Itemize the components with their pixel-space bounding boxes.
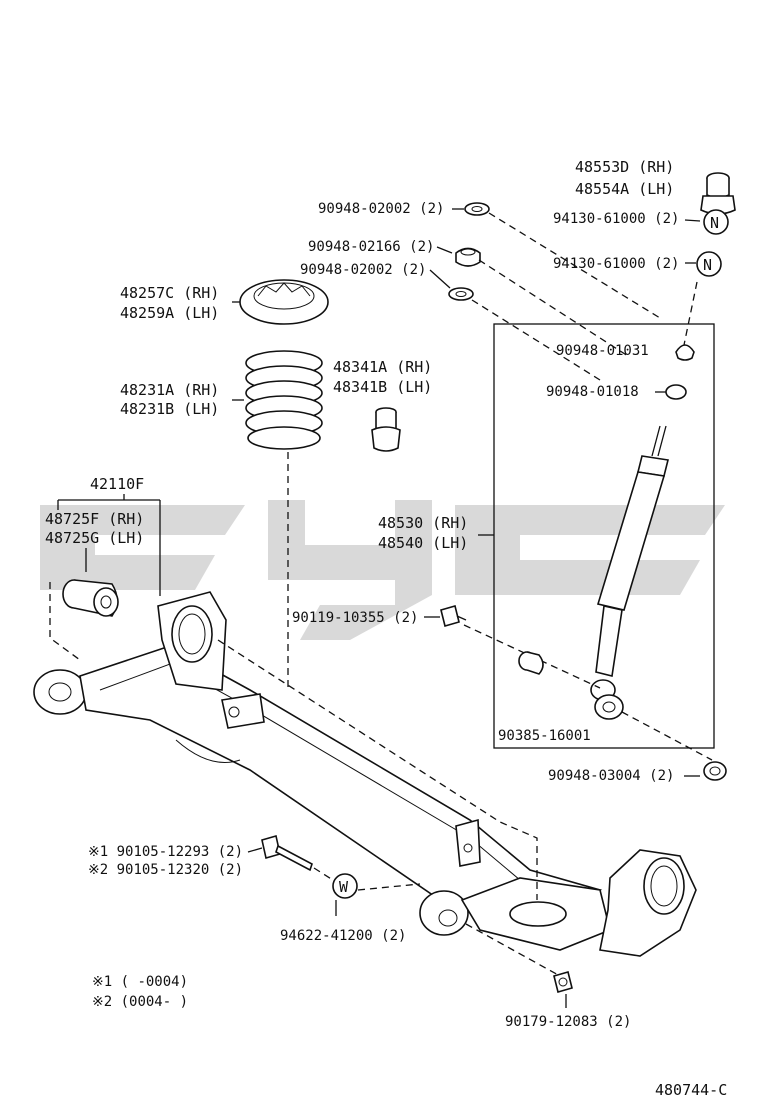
label-collar-16001: 90385-16001 bbox=[498, 728, 591, 744]
collar-16001 bbox=[518, 651, 544, 675]
label-cushion-01031: 90948-01031 bbox=[556, 343, 649, 359]
label-bolt-12320: ※2 90105-12320 (2) bbox=[88, 862, 243, 878]
bound-bumper bbox=[371, 407, 401, 452]
shock-absorber bbox=[590, 425, 669, 720]
nut-n-icon-top: N bbox=[703, 209, 729, 235]
label-bolt-10355: 90119-10355 (2) bbox=[292, 610, 418, 626]
bush-03004 bbox=[703, 761, 727, 781]
svg-text:N: N bbox=[703, 256, 712, 274]
rear-axle-beam bbox=[33, 591, 697, 957]
label-cushion-02166: 90948-02166 (2) bbox=[308, 239, 434, 255]
label-absorber-lh: 48540 (LH) bbox=[378, 534, 468, 552]
washer-mid bbox=[448, 287, 474, 301]
watermark-logo bbox=[40, 500, 725, 640]
label-nut-w: 94622-41200 (2) bbox=[280, 928, 406, 944]
label-insulator-lh: 48259A (LH) bbox=[120, 304, 219, 322]
label-bush-03004: 90948-03004 (2) bbox=[548, 768, 674, 784]
label-cushion-01018: 90948-01018 bbox=[546, 384, 639, 400]
label-washer-top: 90948-02002 (2) bbox=[318, 201, 444, 217]
spring-insulator bbox=[239, 279, 329, 325]
label-coil-spring-rh: 48231A (RH) bbox=[120, 381, 219, 399]
bolt-10355 bbox=[440, 605, 467, 627]
bolt-12293 bbox=[261, 834, 313, 872]
bump-stopper bbox=[700, 172, 736, 215]
svg-text:N: N bbox=[710, 214, 719, 232]
label-axle-beam: 42110F bbox=[90, 475, 144, 493]
nut-12083 bbox=[553, 971, 573, 993]
coil-spring bbox=[245, 350, 323, 450]
washer-top bbox=[464, 202, 490, 216]
nut-w-icon: W bbox=[332, 873, 358, 899]
label-bump-stopper-rh: 48553D (RH) bbox=[575, 158, 674, 176]
label-bolt-12293: ※1 90105-12293 (2) bbox=[88, 844, 243, 860]
cushion-01031 bbox=[675, 344, 695, 361]
label-bushing-rh: 48725F (RH) bbox=[45, 510, 144, 528]
label-bushing-lh: 48725G (LH) bbox=[45, 529, 144, 547]
label-bumper-lh: 48341B (LH) bbox=[333, 378, 432, 396]
label-nut-12083: 90179-12083 (2) bbox=[505, 1014, 631, 1030]
label-bump-stopper-lh: 48554A (LH) bbox=[575, 180, 674, 198]
label-insulator-rh: 48257C (RH) bbox=[120, 284, 219, 302]
cushion-02166 bbox=[455, 247, 481, 267]
note-1: ※1 ( -0004) bbox=[92, 974, 188, 990]
axle-bushing bbox=[62, 579, 119, 617]
nut-n-icon-mid: N bbox=[696, 251, 722, 277]
label-absorber-rh: 48530 (RH) bbox=[378, 514, 468, 532]
label-nut-n-mid: 94130-61000 (2) bbox=[553, 256, 679, 272]
label-washer-mid: 90948-02002 (2) bbox=[300, 262, 426, 278]
figure-id: 480744-C bbox=[655, 1081, 727, 1099]
label-coil-spring-lh: 48231B (LH) bbox=[120, 400, 219, 418]
note-2: ※2 (0004- ) bbox=[92, 994, 188, 1010]
label-nut-n-top: 94130-61000 (2) bbox=[553, 211, 679, 227]
label-bumper-rh: 48341A (RH) bbox=[333, 358, 432, 376]
svg-text:W: W bbox=[339, 878, 349, 896]
cushion-01018 bbox=[665, 384, 687, 400]
absorber-group-frame bbox=[493, 323, 715, 749]
